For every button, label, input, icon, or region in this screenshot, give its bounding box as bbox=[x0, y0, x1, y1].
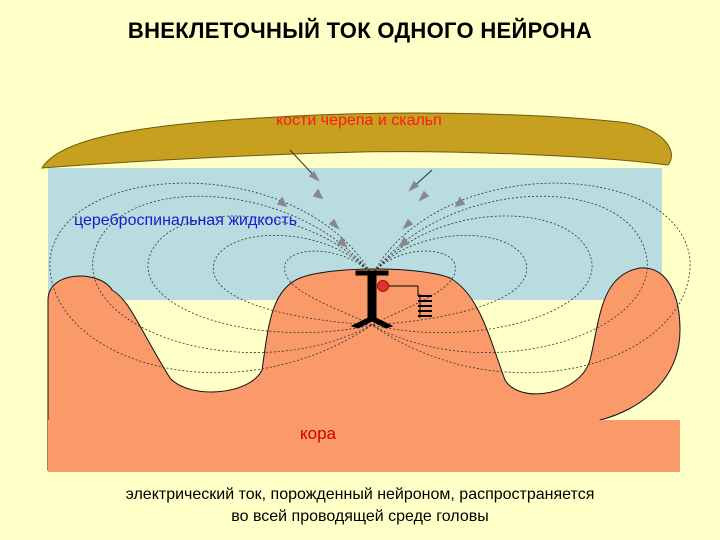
diagram-title: ВНЕКЛЕТОЧНЫЙ ТОК ОДНОГО НЕЙРОНА bbox=[127, 18, 593, 43]
cortex-bottom bbox=[48, 420, 680, 472]
csf-region bbox=[48, 168, 662, 300]
bone-scalp bbox=[41, 112, 672, 169]
cortex-region bbox=[47, 267, 681, 471]
caption-line-2: во всей проводящей среде головы bbox=[231, 508, 489, 525]
caption-line-1: электрический ток, порожденный нейроном,… bbox=[125, 486, 595, 503]
field-lines bbox=[49, 182, 691, 374]
bone-label: кости черепа и скальп bbox=[276, 112, 442, 129]
csf-label: цереброспинальная жидкость bbox=[74, 212, 298, 229]
neuron bbox=[350, 270, 394, 329]
caption: электрический ток, порожденный нейроном,… bbox=[0, 484, 720, 528]
current-arrows bbox=[276, 149, 466, 248]
cortex-label: кора bbox=[300, 424, 336, 443]
electrode-grid bbox=[418, 294, 432, 318]
electrode-dot bbox=[377, 280, 389, 292]
